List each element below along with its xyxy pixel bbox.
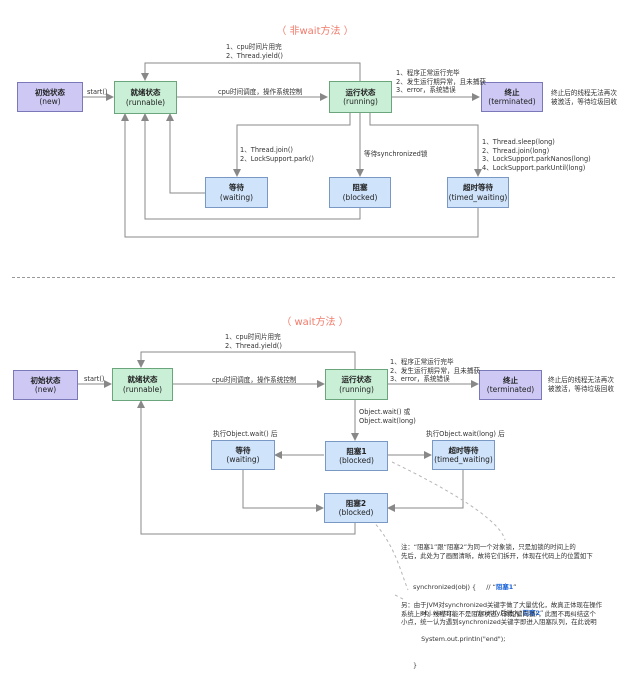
- state-subtitle: (runnable): [125, 97, 166, 107]
- note-jvm-optimization: 另：由于JVM对synchronized关键字做了大量优化，故真正体现在操作 系…: [401, 601, 603, 627]
- leader-blocked2: [371, 519, 409, 591]
- label-start-2: start(): [84, 375, 105, 383]
- state-blocked2: 阻塞2 (blocked): [324, 493, 388, 523]
- state-subtitle: (new): [39, 97, 61, 106]
- state-title: 阻塞2: [345, 498, 367, 508]
- label-join: 1、Thread.join() 2、LockSupport.park(): [240, 146, 314, 163]
- arrow-to-waiting: [233, 113, 351, 177]
- state-title: 终止: [503, 375, 518, 385]
- label-finish: 1、程序正常运行完毕 2、发生运行期异常，且未捕获 3、error，系统错误: [396, 69, 486, 95]
- state-subtitle: (blocked): [339, 456, 374, 465]
- state-title: 初始状态: [35, 87, 65, 97]
- state-title: 阻塞1: [346, 446, 367, 456]
- state-timed-waiting-2: 超时等待 (timed_waiting): [432, 440, 495, 470]
- label-start: start(): [87, 88, 108, 96]
- label-yield-2: 1、cpu时间片用完 2、Thread.yield(): [225, 333, 282, 350]
- note-same-lock: 注：“阻塞1”跟“阻塞2”为同一个对象锁，只是加锁的时间上的 先后，此处为了画图…: [401, 543, 593, 560]
- state-new-2: 初始状态 (new): [13, 370, 78, 400]
- code-line: System.out.println("end");: [413, 635, 506, 644]
- arrow-yield: [141, 62, 361, 81]
- state-running: 运行状态 (running): [329, 81, 392, 113]
- state-title: 就绪状态: [130, 88, 161, 98]
- label-term-note-2: 终止后的线程无法再次 被激活，等待垃圾回收: [548, 376, 614, 393]
- state-title: 等待: [235, 445, 251, 455]
- label-wait: Object.wait() 或 Object.wait(long): [359, 408, 416, 425]
- arrow-waiting-to-b2: [242, 470, 324, 512]
- label-sync: 等待synchronized锁: [364, 150, 428, 158]
- state-subtitle: (blocked): [338, 508, 374, 517]
- state-timed-waiting: 超时等待 (timed_waiting): [447, 177, 509, 208]
- arrow-yield-2: [137, 351, 356, 369]
- arrow-b2-back: [137, 400, 356, 535]
- arrow-waiting-back: [166, 113, 205, 194]
- code-highlight: 阻塞2: [522, 609, 541, 618]
- arrow-timed-back: [121, 113, 479, 238]
- label-after-wait: 执行Object.wait() 后: [213, 430, 278, 438]
- state-subtitle: (runnable): [122, 384, 163, 394]
- connector-layer: [78, 62, 506, 601]
- state-title: 阻塞: [352, 183, 368, 193]
- state-title: 终止: [504, 87, 520, 97]
- bottom-section-title: （ wait方法 ）: [281, 317, 349, 328]
- state-waiting-2: 等待 (waiting): [211, 440, 275, 470]
- state-blocked: 阻塞 (blocked): [329, 177, 391, 208]
- code-line: synchronized(obj) { // “阻塞1”: [413, 583, 517, 592]
- arrow-blocked-back: [141, 113, 361, 220]
- label-finish-2: 1、程序正常运行完毕 2、发生运行期异常，且未捕获 3、error，系统错误: [390, 358, 480, 384]
- label-schedule: cpu时间调度，操作系统控制: [218, 88, 303, 96]
- state-waiting: 等待 (waiting): [205, 177, 268, 208]
- state-subtitle: (new): [34, 385, 57, 394]
- code-highlight: 阻塞1: [495, 583, 514, 592]
- arrow-timed-to-b2: [387, 470, 464, 512]
- state-blocked1: 阻塞1 (blocked): [325, 441, 388, 471]
- state-subtitle: (terminated): [486, 385, 535, 394]
- state-title: 初始状态: [30, 375, 61, 385]
- state-title: 超时等待: [463, 183, 493, 193]
- state-title: 运行状态: [345, 87, 376, 97]
- section-divider: [12, 277, 615, 278]
- label-schedule-2: cpu时间调度，操作系统控制: [212, 376, 297, 384]
- state-runnable-2: 就绪状态 (runnable): [112, 368, 173, 401]
- state-title: 就绪状态: [127, 375, 158, 385]
- state-subtitle: (timed_waiting): [448, 192, 508, 202]
- label-after-wait-long: 执行Object.wait(long) 后: [426, 430, 505, 438]
- leader-blocked1: [391, 461, 506, 541]
- state-subtitle: (timed_waiting): [434, 455, 493, 464]
- leader-note: [394, 594, 406, 601]
- label-term-note: 终止后的线程无法再次 被激活，等待垃圾回收: [551, 89, 617, 106]
- state-subtitle: (running): [339, 384, 374, 394]
- state-subtitle: (terminated): [488, 97, 536, 106]
- state-title: 超时等待: [448, 445, 479, 455]
- code-line: }: [413, 661, 418, 670]
- arrow-to-timed: [369, 113, 482, 177]
- state-subtitle: (waiting): [219, 192, 254, 202]
- state-subtitle: (waiting): [226, 455, 260, 464]
- top-section-title: （ 非wait方法 ）: [276, 26, 354, 37]
- state-running-2: 运行状态 (running): [325, 369, 388, 400]
- state-title: 等待: [229, 183, 244, 193]
- label-yield: 1、cpu时间片用完 2、Thread.yield(): [226, 43, 283, 60]
- state-runnable: 就绪状态 (runnable): [114, 81, 177, 114]
- state-subtitle: (blocked): [342, 192, 378, 202]
- state-new: 初始状态 (new): [17, 82, 83, 112]
- state-title: 运行状态: [341, 375, 372, 385]
- state-subtitle: (running): [343, 97, 378, 106]
- state-terminated-2: 终止 (terminated): [479, 370, 542, 400]
- state-terminated: 终止 (terminated): [481, 82, 543, 112]
- code-line: obj.wait(); // notify后进入“阻塞2”: [413, 609, 544, 618]
- label-sleep: 1、Thread.sleep(long) 2、Thread.join(long)…: [482, 138, 591, 172]
